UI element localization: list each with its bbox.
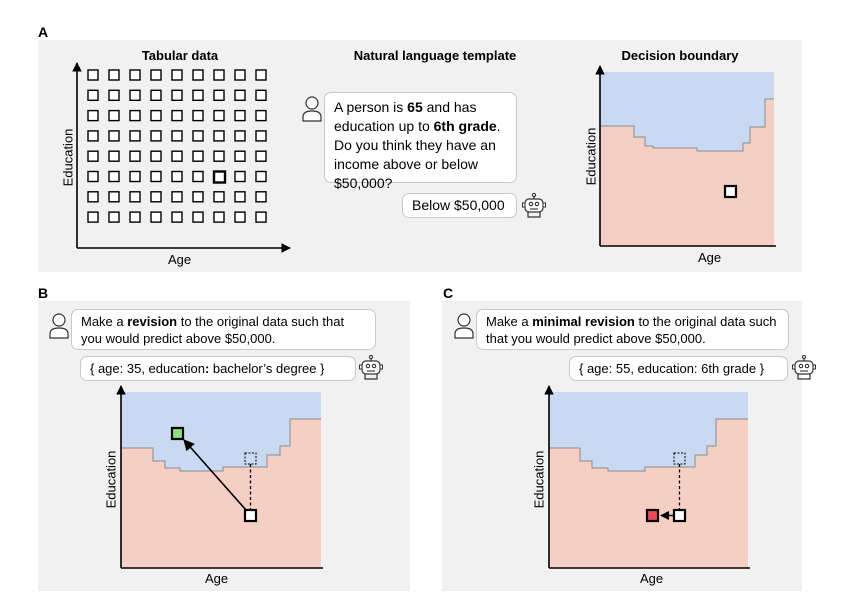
minimal-revision-response-bubble: { age: 55, education: 6th grade } xyxy=(569,356,788,381)
db-c-y-label: Education xyxy=(531,450,547,509)
nl-template-title: Natural language template xyxy=(353,48,517,63)
minimal-revision-prompt-bubble: Make a minimal revision to the original … xyxy=(476,309,789,350)
db-c-x-label: Age xyxy=(640,571,664,586)
decision-boundary-title: Decision boundary xyxy=(621,48,739,63)
db-b-y-label: Education xyxy=(103,450,119,509)
db-a-y-label: Education xyxy=(583,127,599,186)
revision-prompt-bubble: Make a revision to the original data suc… xyxy=(71,309,376,350)
db-a-x-label: Age xyxy=(698,250,722,265)
user-avatar-icon xyxy=(49,313,69,344)
grid-y-label: Education xyxy=(60,128,76,187)
robot-icon xyxy=(792,354,816,386)
revision-response-bubble: { age: 35, education: bachelor’s degree … xyxy=(80,356,356,381)
robot-icon xyxy=(522,192,546,224)
user-avatar-icon xyxy=(454,313,474,344)
db-b-x-label: Age xyxy=(205,571,229,586)
nl-prompt-bubble: A person is 65 and has education up to 6… xyxy=(324,92,517,191)
model-response-bubble: Below $50,000 xyxy=(402,193,517,218)
tabular-data-title: Tabular data xyxy=(141,48,219,63)
panel-b-label: B xyxy=(38,285,49,301)
grid-x-label: Age xyxy=(168,252,192,267)
panel-c-label: C xyxy=(443,285,454,301)
panel-a-label: A xyxy=(38,24,49,40)
robot-icon xyxy=(359,354,383,386)
user-avatar-icon xyxy=(302,96,322,127)
